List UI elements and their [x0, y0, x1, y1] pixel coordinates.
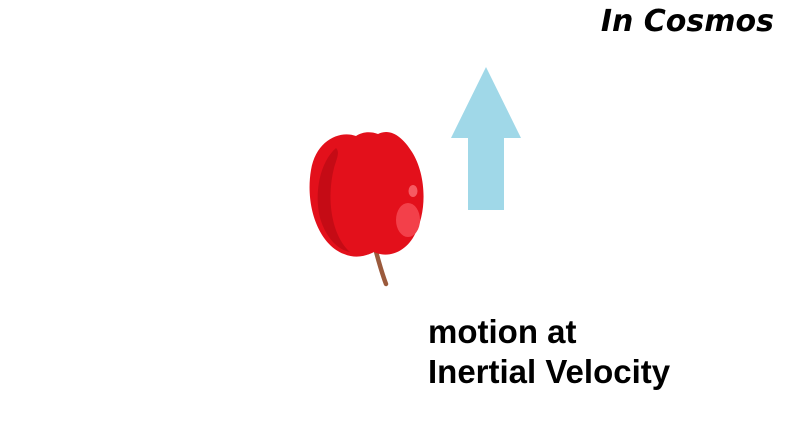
caption-line-1: motion at: [428, 313, 577, 350]
apple-icon: [309, 132, 424, 287]
apple-highlight: [396, 203, 420, 237]
apple-body: [309, 132, 424, 257]
apple-shine: [408, 185, 418, 197]
apple-shadow: [317, 148, 350, 252]
motion-caption: motion at Inertial Velocity: [428, 312, 670, 392]
caption-line-2: Inertial Velocity: [428, 353, 671, 390]
page-title: In Cosmos: [600, 4, 774, 39]
arrow-up-icon: [451, 67, 521, 210]
velocity-arrow: [451, 67, 521, 210]
